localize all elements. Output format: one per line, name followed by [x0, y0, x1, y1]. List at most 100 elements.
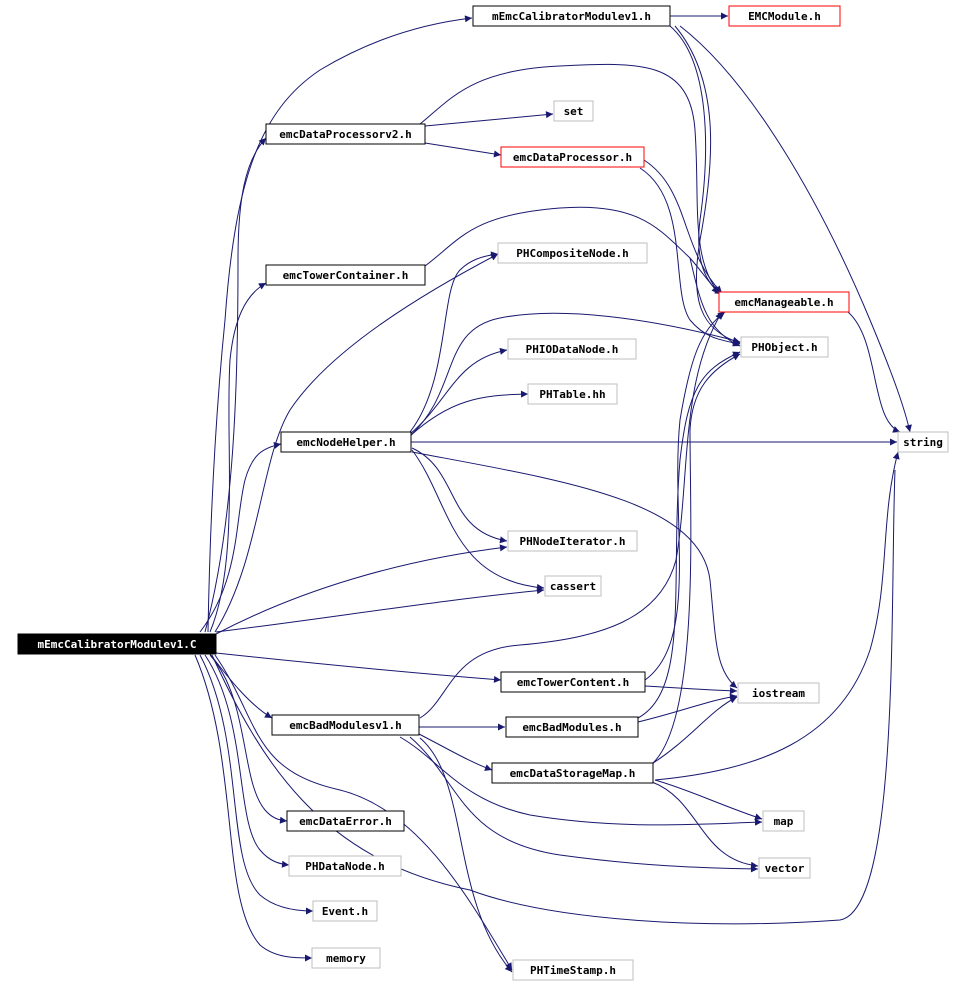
node-label: PHTimeStamp.h [530, 964, 616, 977]
node-Event-h[interactable]: Event.h [312, 900, 378, 922]
edge-mEmcCalibratorModulev1-h-to-emcManageable-h [669, 25, 720, 294]
edge-emcTowerContainer-h-to-PHObject-h [689, 257, 741, 347]
node-emcTowerContainer-h[interactable]: emcTowerContainer.h [265, 264, 426, 286]
node-label: emcTowerContent.h [517, 676, 630, 689]
edge-root-to-memory [194, 654, 313, 962]
node-iostream[interactable]: iostream [737, 682, 820, 704]
node-label: emcBadModules.h [522, 721, 621, 734]
node-label: emcBadModulesv1.h [289, 719, 402, 732]
node-label: PHCompositeNode.h [516, 247, 629, 260]
edge-emcTowerContainer-h-to-emcManageable-h [424, 206, 723, 295]
node-emcTowerContent-h[interactable]: emcTowerContent.h [500, 671, 646, 693]
edge-emcNodeHelper-h-to-PHCompositeNode-h [409, 251, 499, 433]
edge-mEmcCalibratorModulev1-h-to-string [679, 25, 912, 433]
node-PHTable-hh[interactable]: PHTable.hh [527, 383, 618, 405]
node-memory[interactable]: memory [311, 947, 381, 969]
edge-emcDataStorageMap-h-to-iostream [649, 696, 738, 766]
node-label: iostream [752, 687, 805, 700]
edge-emcDataStorageMap-h-to-vector [651, 781, 759, 869]
edge-emcNodeHelper-h-to-PHObject-h [409, 312, 741, 437]
edge-emcDataProcessor-h-to-PHObject-h [639, 167, 741, 347]
node-label: set [564, 105, 584, 118]
node-PHDataNode-h[interactable]: PHDataNode.h [288, 855, 402, 877]
edge-emcBadModulesv1-h-to-PHTimeStamp-h [419, 737, 513, 973]
node-set[interactable]: set [553, 100, 594, 122]
node-PHNodeIterator-h[interactable]: PHNodeIterator.h [507, 530, 638, 552]
edge-emcBadModules-h-to-PHObject-h [637, 351, 741, 719]
node-label: map [774, 815, 794, 828]
edge-root-to-emcTowerContent-h [215, 652, 502, 683]
edge-emcDataProcessorv2-h-to-emcManageable-h [419, 63, 721, 295]
node-label: memory [326, 952, 366, 965]
edge-emcDataProcessorv2-h-to-set [424, 111, 554, 127]
edge-emcTowerContent-h-to-iostream [644, 685, 738, 695]
edge-emcDataProcessorv2-h-to-emcDataProcessor-h [424, 142, 502, 158]
node-string[interactable]: string [897, 431, 949, 453]
node-label: vector [765, 862, 805, 875]
edge-root-to-cassert [215, 587, 545, 633]
edge-emcBadModules-h-to-iostream [637, 693, 738, 723]
edge-root-to-emcDataProcessorv2-h [204, 137, 267, 633]
edge-root-to-PHTimeStamp-h [214, 654, 513, 971]
edges [194, 12, 912, 973]
node-label: emcManageable.h [734, 296, 833, 309]
edge-emcTowerContent-h-to-emcManageable-h [644, 311, 726, 681]
node-emcDataProcessorv2-h[interactable]: emcDataProcessorv2.h [265, 123, 426, 145]
node-emcDataError-h[interactable]: emcDataError.h [286, 810, 405, 832]
node-emcDataProcessor-h[interactable]: emcDataProcessor.h [500, 146, 645, 168]
node-label: PHTable.hh [539, 388, 605, 401]
node-emcBadModulesv1-h[interactable]: emcBadModulesv1.h [271, 714, 420, 736]
node-label: PHNodeIterator.h [520, 535, 626, 548]
node-PHCompositeNode-h[interactable]: PHCompositeNode.h [497, 242, 648, 264]
edge-root-to-Event-h [199, 654, 314, 915]
edge-root-to-PHCompositeNode-h [214, 253, 499, 633]
node-label: cassert [550, 580, 596, 593]
edge-root-to-PHDataNode-h [204, 654, 290, 868]
node-label: Event.h [322, 905, 368, 918]
node-PHObject-h[interactable]: PHObject.h [740, 336, 829, 358]
node-cassert[interactable]: cassert [544, 575, 602, 597]
node-map[interactable]: map [762, 810, 805, 832]
node-label: emcTowerContainer.h [283, 269, 409, 282]
node-label: emcDataStorageMap.h [510, 767, 636, 780]
edge-emcDataProcessor-h-to-emcManageable-h [643, 159, 723, 294]
edge-emcNodeHelper-h-to-iostream [411, 451, 738, 689]
edge-emcDataStorageMap-h-to-map [654, 779, 763, 821]
node-vector[interactable]: vector [758, 857, 811, 879]
edge-mEmcCalibratorModulev1-h-to-PHObject-h [674, 25, 741, 345]
edge-emcNodeHelper-h-to-PHIODataNode-h [409, 347, 508, 435]
node-label: emcDataError.h [299, 815, 392, 828]
node-label: PHDataNode.h [305, 860, 384, 873]
edge-root-to-emcDataError-h [209, 654, 288, 824]
node-PHTimeStamp-h[interactable]: PHTimeStamp.h [512, 959, 634, 981]
node-PHIODataNode-h[interactable]: PHIODataNode.h [507, 338, 637, 360]
edge-root-to-mEmcCalibratorModulev1-h [207, 15, 473, 633]
nodes: mEmcCalibratorModulev1.C mEmcCalibratorM… [17, 5, 949, 981]
node-label: string [903, 436, 943, 449]
node-emcBadModules-h[interactable]: emcBadModules.h [505, 716, 639, 738]
node-label: PHObject.h [751, 341, 817, 354]
edge-emcBadModulesv1-h-to-map [399, 736, 763, 826]
node-root[interactable]: mEmcCalibratorModulev1.C [17, 633, 217, 655]
edge-emcBadModulesv1-h-to-emcManageable-h [419, 311, 723, 719]
node-mEmcCalibratorModulev1-h[interactable]: mEmcCalibratorModulev1.h [472, 5, 671, 27]
node-emcNodeHelper-h[interactable]: emcNodeHelper.h [280, 431, 412, 453]
edge-emcNodeHelper-h-to-PHTable-hh [409, 390, 529, 437]
node-label: emcDataProcessorv2.h [279, 128, 411, 141]
node-EMCModule-h[interactable]: EMCModule.h [728, 5, 841, 27]
node-label: EMCModule.h [748, 10, 821, 23]
node-emcManageable-h[interactable]: emcManageable.h [718, 291, 850, 313]
edge-emcDataStorageMap-h-to-string [654, 451, 900, 781]
node-root-label: mEmcCalibratorModulev1.C [38, 638, 197, 651]
edge-emcNodeHelper-h-to-cassert [411, 449, 545, 591]
node-label: emcNodeHelper.h [296, 436, 395, 449]
edge-emcDataStorageMap-h-to-PHObject-h [651, 353, 741, 765]
node-label: mEmcCalibratorModulev1.h [492, 10, 651, 23]
edge-root-to-PHNodeIterator-h [215, 544, 508, 635]
edge-root-to-string [211, 469, 896, 925]
edge-emcManageable-h-to-string [847, 311, 901, 433]
node-emcDataStorageMap-h[interactable]: emcDataStorageMap.h [491, 762, 654, 784]
edge-root-to-emcBadModulesv1-h [209, 653, 273, 719]
edge-root-to-emcTowerContainer-h [209, 282, 267, 633]
